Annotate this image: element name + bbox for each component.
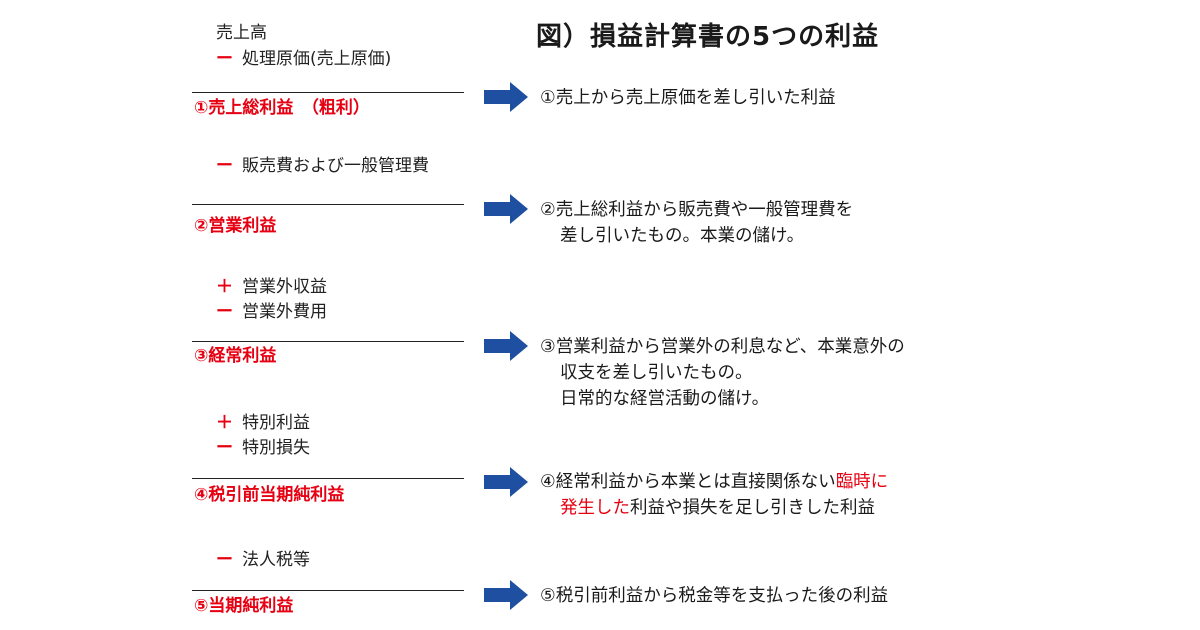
profit-label-pretax: ④税引前当期純利益 xyxy=(194,485,345,505)
minus-sign: ー xyxy=(216,438,233,458)
description-line: 日常的な経営活動の儲け。 xyxy=(560,389,770,409)
right-arrow-icon xyxy=(484,82,528,112)
cogs-item: ー処理原価(売上原価) xyxy=(216,48,391,70)
description-line: ①売上から売上原価を差し引いた利益 xyxy=(540,88,836,108)
description-line: ⑤税引前利益から税金等を支払った後の利益 xyxy=(540,586,889,606)
diagram-title: 図）損益計算書の5つの利益 xyxy=(536,22,880,52)
adjustment-label: 営業外費用 xyxy=(242,302,327,322)
highlight-text: 発生した xyxy=(560,498,630,518)
adjustment-item: ー特別損失 xyxy=(216,437,310,459)
description-line: ②売上総利益から販売費や一般管理費を xyxy=(540,200,854,220)
sales-item: 売上高 xyxy=(216,23,267,43)
right-arrow-icon xyxy=(484,194,528,224)
plus-sign: ＋ xyxy=(216,277,233,297)
divider-5 xyxy=(192,590,464,591)
minus-sign: ー xyxy=(216,49,233,69)
divider-2 xyxy=(192,204,464,205)
description-gross-profit: ①売上から売上原価を差し引いた利益 xyxy=(540,85,836,111)
minus-sign: ー xyxy=(216,302,233,322)
adjustment-label: 法人税等 xyxy=(242,550,310,570)
description-text: ④経常利益から本業とは直接関係ない xyxy=(540,472,836,492)
description-line: ③営業利益から営業外の利息など、本業意外の xyxy=(540,337,905,357)
minus-sign: ー xyxy=(216,550,233,570)
adjustment-item: ー法人税等 xyxy=(216,549,310,571)
highlight-text: 臨時に xyxy=(835,472,889,492)
adjustment-item: ー営業外費用 xyxy=(216,301,327,323)
minus-sign: ー xyxy=(216,156,233,176)
adjustment-item: ＋ 特別利益 xyxy=(216,412,310,434)
description-ordinary-profit: ③営業利益から営業外の利息など、本業意外の 収支を差し引いたもの。 日常的な経営… xyxy=(540,334,905,412)
right-arrow-icon xyxy=(484,331,528,361)
right-arrow-icon xyxy=(484,580,528,610)
description-pretax-profit: ④経常利益から本業とは直接関係ない臨時に 発生した利益や損失を足し引きした利益 xyxy=(540,469,888,521)
profit-label-ordinary: ③経常利益 xyxy=(194,346,277,366)
description-line: ④経常利益から本業とは直接関係ない臨時に xyxy=(540,469,888,495)
profit-label-operating: ②営業利益 xyxy=(194,216,277,236)
divider-3 xyxy=(192,341,464,342)
profit-label-net: ⑤当期純利益 xyxy=(194,596,294,616)
description-line: 差し引いたもの。本業の儲け。 xyxy=(560,226,805,246)
adjustment-item: ＋ 営業外収益 xyxy=(216,276,327,298)
description-net-profit: ⑤税引前利益から税金等を支払った後の利益 xyxy=(540,583,888,609)
adjustment-label: 特別利益 xyxy=(242,413,310,433)
profit-label-gross: ①売上総利益 （粗利） xyxy=(194,98,370,118)
adjustment-label: 営業外収益 xyxy=(242,277,327,297)
adjustment-label: 特別損失 xyxy=(242,438,310,458)
adjustment-item: ー販売費および一般管理費 xyxy=(216,155,429,177)
adjustment-label: 販売費および一般管理費 xyxy=(242,156,429,176)
description-text: 利益や損失を足し引きした利益 xyxy=(630,498,875,518)
description-line: 収支を差し引いたもの。 xyxy=(560,363,753,383)
divider-4 xyxy=(192,478,464,479)
description-line: 発生した利益や損失を足し引きした利益 xyxy=(540,495,888,521)
cogs-label: 処理原価(売上原価) xyxy=(242,49,392,69)
right-arrow-icon xyxy=(484,467,528,497)
description-operating-profit: ②売上総利益から販売費や一般管理費を 差し引いたもの。本業の儲け。 xyxy=(540,197,853,249)
divider-1 xyxy=(192,92,464,93)
plus-sign: ＋ xyxy=(216,413,233,433)
